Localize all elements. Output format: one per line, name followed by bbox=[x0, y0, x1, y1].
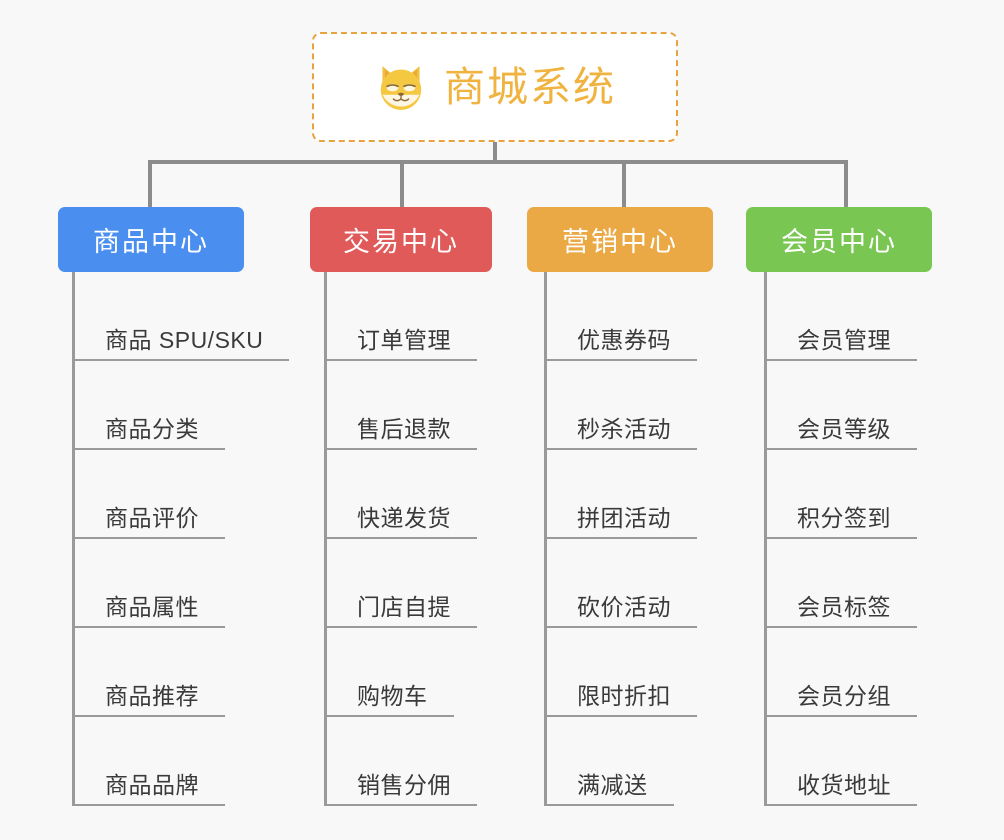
leaf-item[interactable]: 商品属性 bbox=[72, 539, 225, 628]
leaf-item-label: 秒杀活动 bbox=[577, 416, 671, 443]
category-title-product-center: 商品中心 bbox=[93, 227, 209, 257]
leaf-item[interactable]: 会员管理 bbox=[764, 272, 917, 361]
leaf-item[interactable]: 满减送 bbox=[544, 717, 674, 806]
root-node-mall-system[interactable]: 商城系统 bbox=[312, 32, 678, 142]
connector-horizontal-bus bbox=[148, 160, 848, 164]
leaf-item-label: 商品分类 bbox=[105, 416, 199, 443]
leaf-item[interactable]: 砍价活动 bbox=[544, 539, 697, 628]
connector-drop-marketing-center bbox=[622, 160, 626, 207]
leaf-item[interactable]: 优惠券码 bbox=[544, 272, 697, 361]
leaf-item-label: 会员分组 bbox=[797, 683, 891, 710]
leaf-item[interactable]: 快递发货 bbox=[324, 450, 477, 539]
leaf-item[interactable]: 秒杀活动 bbox=[544, 361, 697, 450]
leaf-item[interactable]: 商品推荐 bbox=[72, 628, 225, 717]
leaf-item-label: 会员等级 bbox=[797, 416, 891, 443]
leaf-item[interactable]: 会员标签 bbox=[764, 539, 917, 628]
leaf-item-label: 商品 SPU/SKU bbox=[105, 327, 264, 354]
leaf-item[interactable]: 销售分佣 bbox=[324, 717, 477, 806]
leaf-item-label: 商品推荐 bbox=[105, 683, 199, 710]
leaf-item-label: 收货地址 bbox=[797, 772, 891, 799]
leaf-item[interactable]: 商品 SPU/SKU bbox=[72, 272, 290, 361]
leaf-item[interactable]: 会员等级 bbox=[764, 361, 917, 450]
leaf-item-label: 积分签到 bbox=[797, 505, 891, 532]
leaf-item-label: 限时折扣 bbox=[577, 683, 671, 710]
leaf-spine bbox=[764, 272, 767, 806]
leaf-item-label: 商品评价 bbox=[105, 505, 199, 532]
leaf-item-label: 优惠券码 bbox=[577, 327, 671, 354]
category-title-member-center: 会员中心 bbox=[781, 227, 897, 257]
leaf-spine bbox=[324, 272, 327, 806]
leaf-item[interactable]: 积分签到 bbox=[764, 450, 917, 539]
category-box-product-center[interactable]: 商品中心 bbox=[58, 207, 244, 272]
shiba-dog-face-icon bbox=[380, 66, 422, 110]
category-title-trade-center: 交易中心 bbox=[343, 227, 459, 257]
root-node-title: 商城系统 bbox=[444, 63, 616, 110]
leaf-item[interactable]: 限时折扣 bbox=[544, 628, 697, 717]
leaf-item-label: 快递发货 bbox=[357, 505, 451, 532]
connector-drop-member-center bbox=[844, 160, 848, 207]
leaf-item-label: 商品属性 bbox=[105, 594, 199, 621]
leaf-item-label: 门店自提 bbox=[357, 594, 451, 621]
leaf-spine bbox=[544, 272, 547, 806]
leaf-item-label: 砍价活动 bbox=[577, 594, 671, 621]
leaf-item-label: 购物车 bbox=[357, 683, 428, 710]
leaf-spine bbox=[72, 272, 75, 806]
leaf-item[interactable]: 商品评价 bbox=[72, 450, 225, 539]
category-box-trade-center[interactable]: 交易中心 bbox=[310, 207, 492, 272]
connector-drop-product-center bbox=[148, 160, 152, 207]
leaf-item[interactable]: 购物车 bbox=[324, 628, 454, 717]
category-box-marketing-center[interactable]: 营销中心 bbox=[527, 207, 713, 272]
leaf-item[interactable]: 门店自提 bbox=[324, 539, 477, 628]
connector-drop-trade-center bbox=[400, 160, 404, 207]
leaf-item[interactable]: 拼团活动 bbox=[544, 450, 697, 539]
leaf-item-label: 销售分佣 bbox=[357, 772, 451, 799]
leaf-item[interactable]: 商品分类 bbox=[72, 361, 225, 450]
leaf-item[interactable]: 售后退款 bbox=[324, 361, 477, 450]
leaf-item-label: 售后退款 bbox=[357, 416, 451, 443]
leaf-item[interactable]: 订单管理 bbox=[324, 272, 477, 361]
category-title-marketing-center: 营销中心 bbox=[562, 227, 678, 257]
leaf-item-label: 拼团活动 bbox=[577, 505, 671, 532]
leaf-item-label: 会员标签 bbox=[797, 594, 891, 621]
leaf-item[interactable]: 商品品牌 bbox=[72, 717, 225, 806]
category-box-member-center[interactable]: 会员中心 bbox=[746, 207, 932, 272]
leaf-item-label: 商品品牌 bbox=[105, 772, 199, 799]
leaf-item[interactable]: 收货地址 bbox=[764, 717, 917, 806]
leaf-item-label: 满减送 bbox=[577, 772, 648, 799]
connector-root-stem bbox=[493, 142, 497, 164]
leaf-item[interactable]: 会员分组 bbox=[764, 628, 917, 717]
leaf-item-label: 会员管理 bbox=[797, 327, 891, 354]
leaf-item-label: 订单管理 bbox=[357, 327, 451, 354]
